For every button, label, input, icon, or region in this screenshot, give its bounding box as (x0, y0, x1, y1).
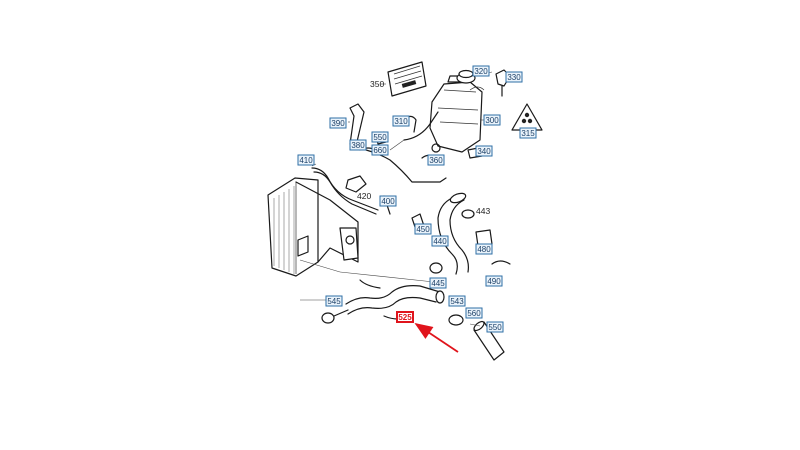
callout-315[interactable]: 315 (519, 127, 537, 139)
highlight-arrow (414, 323, 459, 353)
callout-label: 660 (373, 146, 387, 155)
part-number-420: 420 (357, 191, 371, 201)
callout-label: 410 (299, 156, 313, 165)
vent-hose (311, 149, 447, 215)
callout-label: 543 (450, 297, 464, 306)
upper-coolant-hose (437, 192, 469, 275)
callout-label: 310 (394, 117, 408, 126)
callout-320[interactable]: 320 (472, 65, 490, 77)
expansion-tank (429, 75, 485, 153)
callout-330[interactable]: 330 (505, 71, 523, 83)
callout-label: 440 (433, 237, 447, 246)
callout-label: 315 (521, 129, 535, 138)
callout-label: 445 (431, 279, 445, 288)
callout-label: 300 (485, 116, 499, 125)
part-number-443: 443 (476, 206, 490, 216)
callout-310[interactable]: 310 (392, 115, 410, 127)
callout-390[interactable]: 390 (329, 117, 347, 129)
radiator (267, 177, 359, 277)
callout-label: 550 (488, 323, 502, 332)
callout-label: 400 (381, 197, 395, 206)
info-label-card (380, 61, 427, 97)
callout-560[interactable]: 560 (465, 307, 483, 319)
callout-label: 450 (416, 225, 430, 234)
callout-545[interactable]: 545 (325, 295, 343, 307)
callout-340[interactable]: 340 (475, 145, 493, 157)
callout-label: 480 (477, 245, 491, 254)
callout-543[interactable]: 543 (448, 295, 466, 307)
lower-coolant-hose (321, 279, 445, 324)
callout-445[interactable]: 445 (429, 277, 447, 289)
callout-550-upper[interactable]: 550 (371, 131, 389, 143)
callout-300[interactable]: 300 (483, 114, 501, 126)
callout-label: 550 (373, 133, 387, 142)
callout-660[interactable]: 660 (371, 144, 389, 156)
callout-label: 330 (507, 73, 521, 82)
callout-440[interactable]: 440 (431, 235, 449, 247)
callout-label: 560 (467, 309, 481, 318)
callout-450[interactable]: 450 (414, 223, 432, 235)
callout-label: 360 (429, 156, 443, 165)
callout-360[interactable]: 360 (427, 154, 445, 166)
warning-triangle-icon (511, 103, 543, 131)
callout-480[interactable]: 480 (475, 243, 493, 255)
callout-label: 380 (351, 141, 365, 150)
callout-label: 490 (487, 277, 501, 286)
callout-400[interactable]: 400 (379, 195, 397, 207)
callout-label: 320 (474, 67, 488, 76)
part-number-350: 350 (370, 79, 384, 89)
callout-410[interactable]: 410 (297, 154, 315, 166)
callout-label: 525 (398, 313, 412, 322)
callout-490[interactable]: 490 (485, 275, 503, 287)
callout-550-lower[interactable]: 550 (486, 321, 504, 333)
hose-clamps (411, 209, 511, 274)
callout-525-highlighted[interactable]: 525 (396, 311, 414, 323)
callout-label: 340 (477, 147, 491, 156)
callout-label: 545 (327, 297, 341, 306)
callout-380[interactable]: 380 (349, 139, 367, 151)
callout-label: 390 (331, 119, 345, 128)
